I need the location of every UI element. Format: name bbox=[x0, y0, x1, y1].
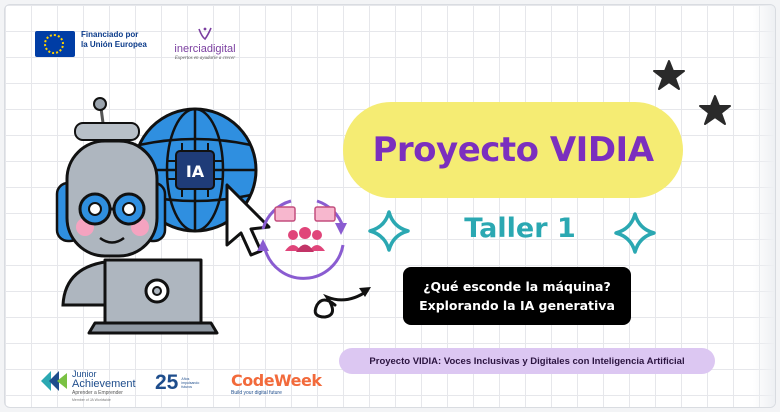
junior-achievement-logo: Junior Achievement Aprender a Emprender … bbox=[72, 369, 136, 402]
subtitle-pill: Proyecto VIDIA: Voces Inclusivas y Digit… bbox=[339, 348, 715, 374]
laptop-icon bbox=[87, 258, 219, 335]
question-line-1: ¿Qué esconde la máquina? bbox=[423, 279, 611, 294]
slide-title: Proyecto VIDIA bbox=[372, 130, 654, 170]
star-icon bbox=[653, 60, 685, 90]
cursor-icon bbox=[225, 183, 271, 257]
inercia-tagline: Expertos en ayudarle a crecer bbox=[174, 56, 236, 61]
frame-edge bbox=[753, 5, 775, 407]
globe-label: IA bbox=[186, 162, 205, 181]
question-line-2: Explorando la IA generativa bbox=[419, 298, 615, 313]
slide-subtitle: Proyecto VIDIA: Voces Inclusivas y Digit… bbox=[369, 355, 685, 367]
question-box: ¿Qué esconde la máquina? Explorando la I… bbox=[403, 267, 631, 325]
star-icon bbox=[699, 95, 731, 125]
curly-arrow-icon bbox=[313, 289, 369, 319]
title-pill: Proyecto VIDIA bbox=[343, 102, 683, 198]
ja-25-years-logo: 25 Años impulsando futuros bbox=[155, 371, 200, 394]
inercia-mark-icon bbox=[198, 27, 212, 41]
workshop-label: Taller 1 bbox=[464, 213, 576, 244]
junior-achievement-logo-icon bbox=[41, 371, 67, 391]
illustration: IA bbox=[41, 60, 731, 391]
sparkle-icon bbox=[368, 210, 410, 252]
slide-frame: Financiado por la Unión Europea inerciad… bbox=[4, 4, 776, 408]
team-cycle-icon bbox=[257, 199, 347, 280]
sparkle-icon bbox=[614, 212, 656, 254]
eu-flag-icon bbox=[35, 31, 75, 57]
inercia-digital-logo: inerciadigital Expertos en ayudarle a cr… bbox=[165, 25, 245, 61]
codeweek-logo: CodeWeek Build your digital future bbox=[231, 371, 322, 396]
inercia-name: inerciadigital bbox=[174, 43, 236, 55]
eu-funding-text: Financiado por la Unión Europea bbox=[81, 30, 147, 49]
